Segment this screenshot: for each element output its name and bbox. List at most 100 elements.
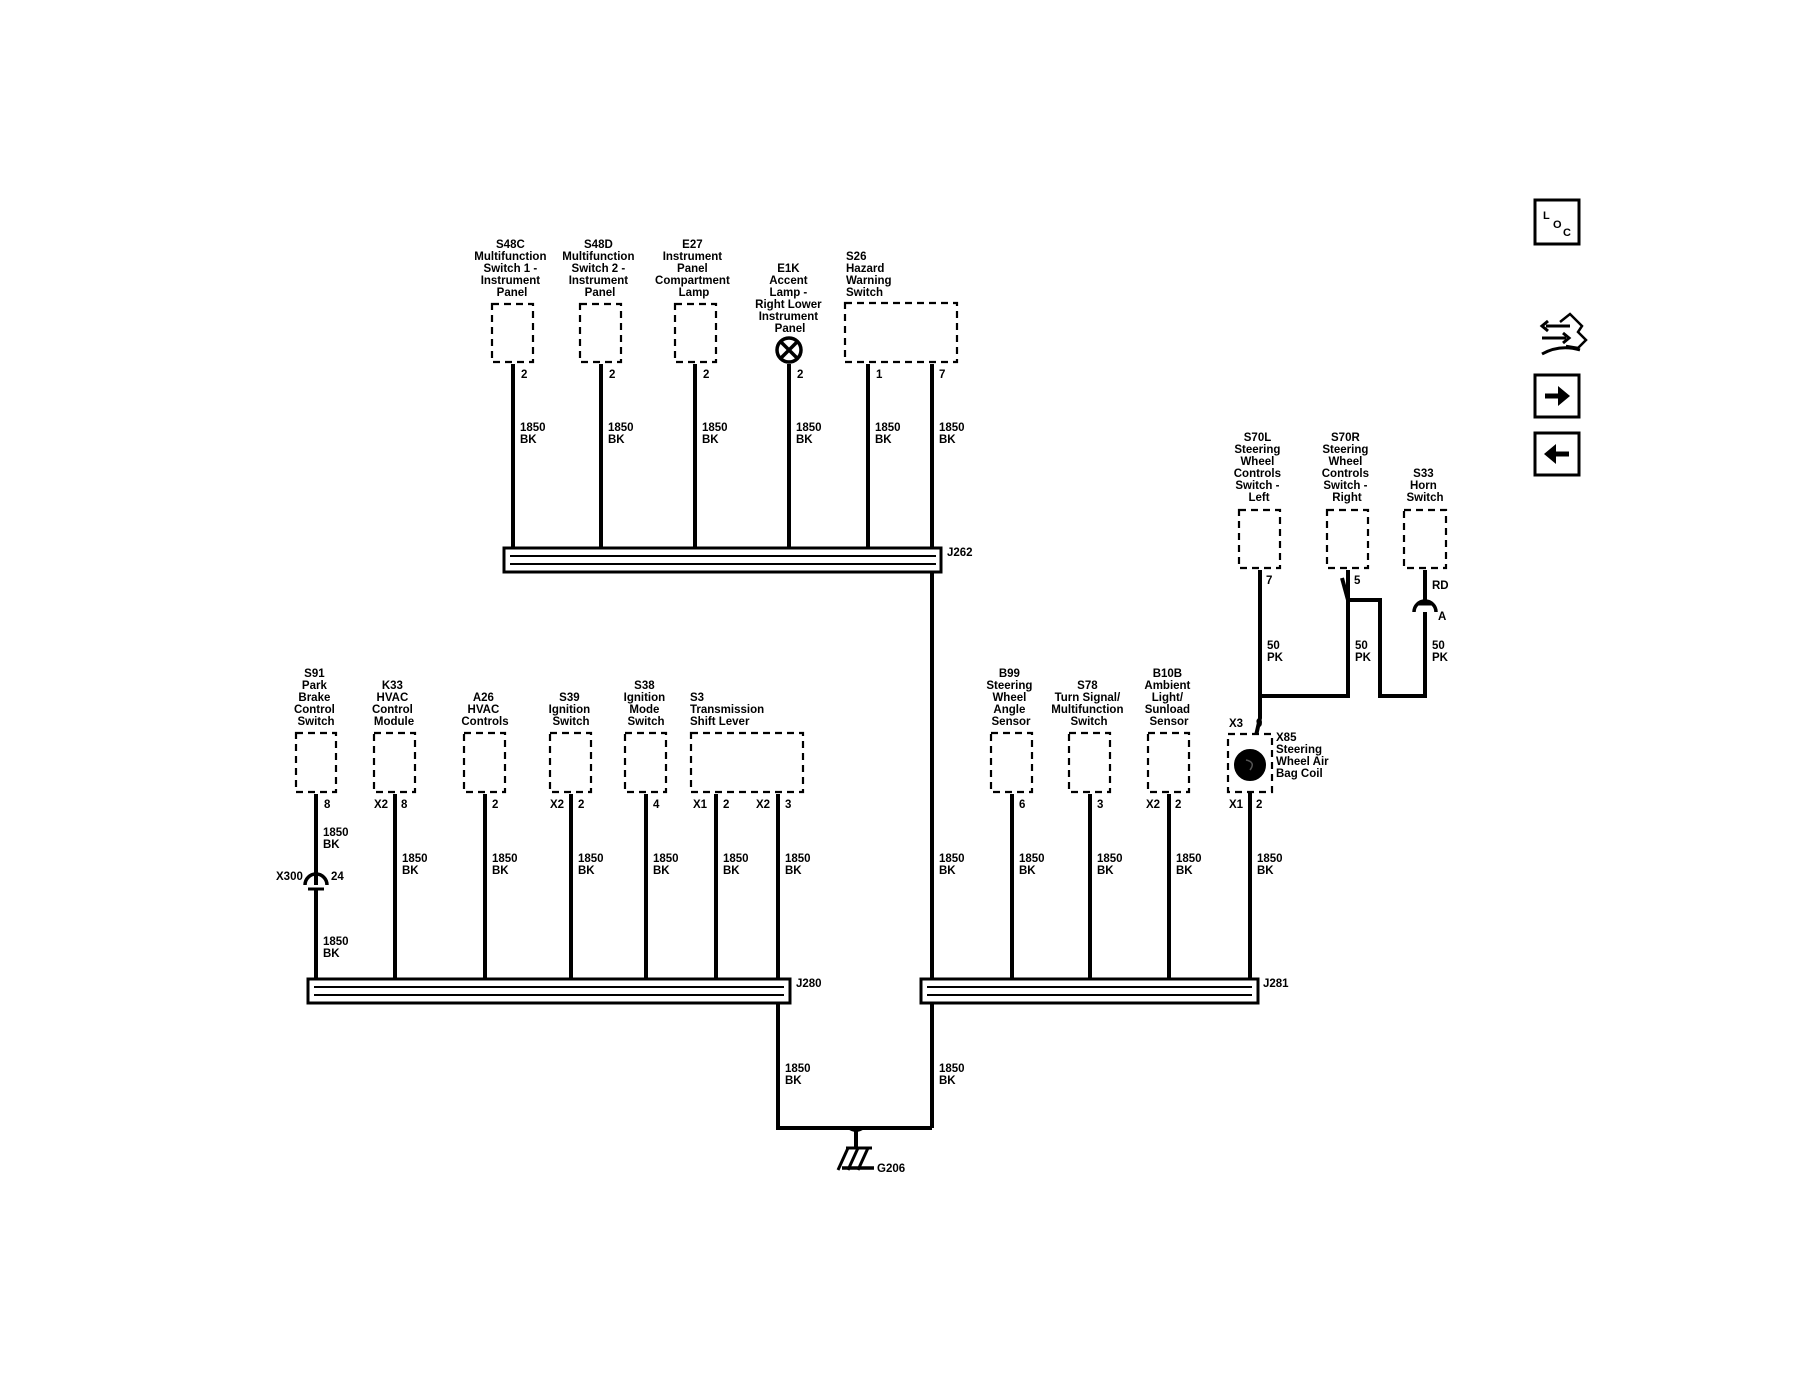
label-s70l: S70L Steering Wheel Controls Switch - Le…	[1234, 432, 1284, 504]
wire-color-s33: RD	[1432, 580, 1449, 592]
connector-pin-x300: 24	[331, 871, 344, 883]
wire-s70l	[1253, 570, 1262, 741]
label-b10b: B10B Ambient Light/ Sunload Sensor	[1144, 668, 1193, 728]
label-b99: B99 Steering Wheel Angle Sensor	[986, 668, 1035, 728]
pin-s39: 2	[578, 799, 584, 811]
conn-x85-top: X3	[1229, 718, 1243, 730]
pin-s70l: 7	[1266, 575, 1272, 587]
previous-page-icon[interactable]	[1533, 431, 1581, 477]
label-k33: K33 HVAC Control Module	[372, 680, 416, 728]
coil-symbol-x85	[1234, 749, 1266, 781]
label-s3: S3 Transmission Shift Lever	[690, 692, 767, 728]
splice-label-j262: J262	[947, 547, 973, 559]
splice-label-j281: J281	[1263, 978, 1289, 990]
label-s26: S26 Hazard Warning Switch	[846, 251, 895, 299]
component-s48c	[490, 302, 535, 364]
connector-x300	[303, 872, 329, 891]
pin-b99: 6	[1019, 799, 1025, 811]
pin-s26-7: 7	[939, 369, 945, 381]
connector-s33-a	[1412, 596, 1438, 613]
label-s78: S78 Turn Signal/ Multifunction Switch	[1051, 680, 1126, 728]
component-s48d	[578, 302, 623, 364]
pin-e27: 2	[703, 369, 709, 381]
pin-s3-x1: 2	[723, 799, 729, 811]
connector-pin-s33: A	[1438, 611, 1446, 623]
ground-label-g206: G206	[877, 1163, 905, 1175]
pin-s70r: 5	[1354, 575, 1361, 587]
pin-a26: 2	[492, 799, 498, 811]
component-e27	[673, 302, 718, 364]
component-b99	[989, 731, 1034, 794]
label-s38: S38 Ignition Mode Switch	[624, 680, 669, 728]
component-b10b	[1146, 731, 1191, 794]
wire-s70r-branch	[1340, 577, 1427, 698]
component-s3	[689, 731, 805, 794]
component-s70l	[1237, 508, 1282, 570]
label-s48c: S48C Multifunction Switch 1 - Instrument…	[474, 239, 549, 299]
conn-s39: X2	[550, 799, 564, 811]
component-k33	[372, 731, 417, 794]
connector-label-x300: X300	[276, 871, 303, 883]
next-page-icon[interactable]	[1533, 373, 1581, 419]
pin-x85-top: 9	[1256, 718, 1262, 730]
component-a26	[462, 731, 507, 794]
loc-letter-o: O	[1553, 219, 1562, 231]
label-x85: X85 Steering Wheel Air Bag Coil	[1276, 732, 1332, 780]
pin-b10b: 2	[1175, 799, 1181, 811]
pin-s78: 3	[1097, 799, 1103, 811]
label-a26: A26 HVAC Controls	[461, 692, 508, 728]
splice-bar-j280	[306, 977, 792, 1005]
pin-x85-bottom: 2	[1256, 799, 1262, 811]
loc-letter-l: L	[1543, 210, 1550, 222]
pin-s26-1: 1	[876, 369, 883, 381]
splice-bar-j281	[919, 977, 1260, 1005]
label-s33: S33 Horn Switch	[1406, 468, 1443, 504]
connector-swap-icon[interactable]	[1539, 312, 1588, 356]
ground-symbol-g206	[836, 1127, 874, 1171]
pin-k33: 8	[401, 799, 408, 811]
conn-b10b: X2	[1146, 799, 1160, 811]
component-s26	[843, 301, 959, 364]
pin-s91: 8	[324, 799, 331, 811]
label-e27: E27 Instrument Panel Compartment Lamp	[655, 239, 733, 299]
component-s91	[294, 731, 338, 794]
pin-s48c: 2	[521, 369, 527, 381]
pin-s3-x2: 3	[785, 799, 791, 811]
location-icon[interactable]: L O C	[1533, 198, 1581, 246]
label-s70r: S70R Steering Wheel Controls Switch - Ri…	[1322, 432, 1372, 504]
label-s39: S39 Ignition Switch	[549, 692, 594, 728]
conn-s3-x1: X1	[693, 799, 708, 811]
conn-x85-bottom: X1	[1229, 799, 1244, 811]
label-s48d: S48D Multifunction Switch 2 - Instrument…	[562, 239, 637, 299]
component-s39	[548, 731, 593, 794]
label-e1k: E1K Accent Lamp - Right Lower Instrument…	[755, 263, 825, 335]
wire-s70r	[1262, 570, 1350, 698]
component-s38	[623, 731, 668, 794]
conn-k33: X2	[374, 799, 388, 811]
lamp-symbol-e1k	[775, 336, 803, 364]
pin-s38: 4	[653, 799, 660, 811]
pin-e1k: 2	[797, 369, 803, 381]
wire-s3-x2	[776, 794, 932, 1130]
conn-s3-x2: X2	[756, 799, 770, 811]
